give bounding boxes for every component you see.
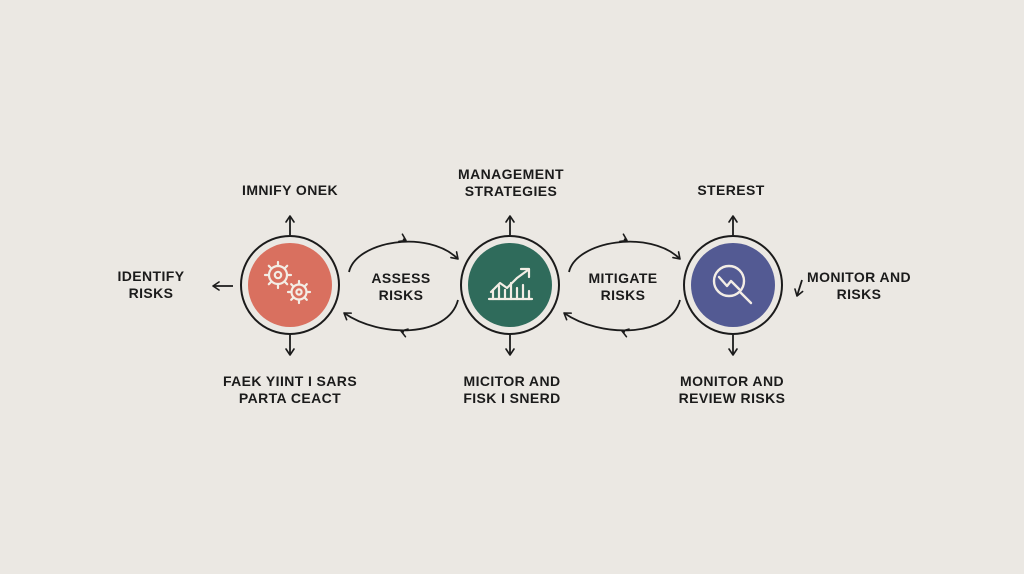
label-top-right-line: STEREST (697, 182, 765, 198)
label-top-center-line-2: STRATEGIES (464, 183, 558, 199)
label-bottom-left-line-2: PARTA CEACT (238, 390, 342, 406)
arrow-monitor-right (794, 279, 804, 297)
node-monitor (683, 235, 783, 335)
node-monitor-ring (683, 235, 783, 335)
gears-icon (263, 260, 312, 305)
label-bottom-center: MICITOR AND FISK I SNERD (463, 373, 560, 407)
label-assess-risks: ASSESS RISKS (371, 270, 430, 304)
label-identify-risks-line-2: RISKS (128, 285, 174, 301)
label-mitigate-risks-line-1: MITIGATE (588, 270, 658, 286)
label-monitor-risks-line-2: RISKS (836, 286, 882, 302)
label-top-left-line: IMNIFY ONEK (242, 182, 338, 198)
trend-chart-icon (487, 267, 534, 301)
label-mitigate-risks-line-2: RISKS (600, 287, 646, 303)
node-identify-ring (240, 235, 340, 335)
label-top-right: STEREST (697, 182, 764, 199)
loop-tick-top-2 (619, 233, 628, 243)
vertical-arrows (285, 215, 738, 356)
node-monitor-disc (691, 243, 775, 327)
label-identify-risks: IDENTIFY RISKS (118, 268, 185, 302)
label-bottom-right: MONITOR AND REVIEW RISKS (679, 373, 786, 407)
label-assess-risks-line-2: RISKS (378, 287, 424, 303)
node-strategies-ring (460, 235, 560, 335)
label-bottom-center-line-2: FISK I SNERD (463, 390, 561, 406)
label-assess-risks-line-1: ASSESS (371, 270, 431, 286)
label-monitor-risks-line-1: MONITOR AND (807, 269, 911, 285)
label-top-left: IMNIFY ONEK (242, 182, 338, 199)
node-strategies (460, 235, 560, 335)
label-identify-risks-line-1: IDENTIFY (117, 268, 185, 284)
loop-arrow-top-2 (568, 240, 681, 273)
label-monitor-risks: MONITOR AND RISKS (807, 269, 911, 303)
label-bottom-left: FAEK YIINT I SARS PARTA CEACT (223, 373, 357, 407)
label-bottom-right-line-1: MONITOR AND (680, 373, 784, 389)
label-bottom-center-line-1: MICITOR AND (463, 373, 561, 389)
label-bottom-right-line-2: REVIEW RISKS (678, 390, 786, 406)
label-top-center: MANAGEMENT STRATEGIES (458, 166, 564, 200)
loop-tick-bottom-2 (621, 328, 630, 338)
label-mitigate-risks: MITIGATE RISKS (588, 270, 657, 304)
loop-arrow-bottom-1 (343, 299, 459, 332)
loop-arrow-bottom-2 (563, 299, 681, 332)
loop-tick-top-1 (398, 233, 407, 243)
label-top-center-line-1: MANAGEMENT (458, 166, 564, 182)
magnifier-icon (712, 264, 753, 305)
loop-tick-bottom-1 (400, 328, 409, 338)
loop-arrows-left (343, 233, 459, 338)
label-bottom-left-line-1: FAEK YIINT I SARS (222, 373, 358, 389)
side-arrows (212, 279, 804, 297)
loop-arrows-right (563, 233, 681, 338)
node-identify-disc (248, 243, 332, 327)
node-identify (240, 235, 340, 335)
loop-arrow-top-1 (348, 240, 459, 273)
